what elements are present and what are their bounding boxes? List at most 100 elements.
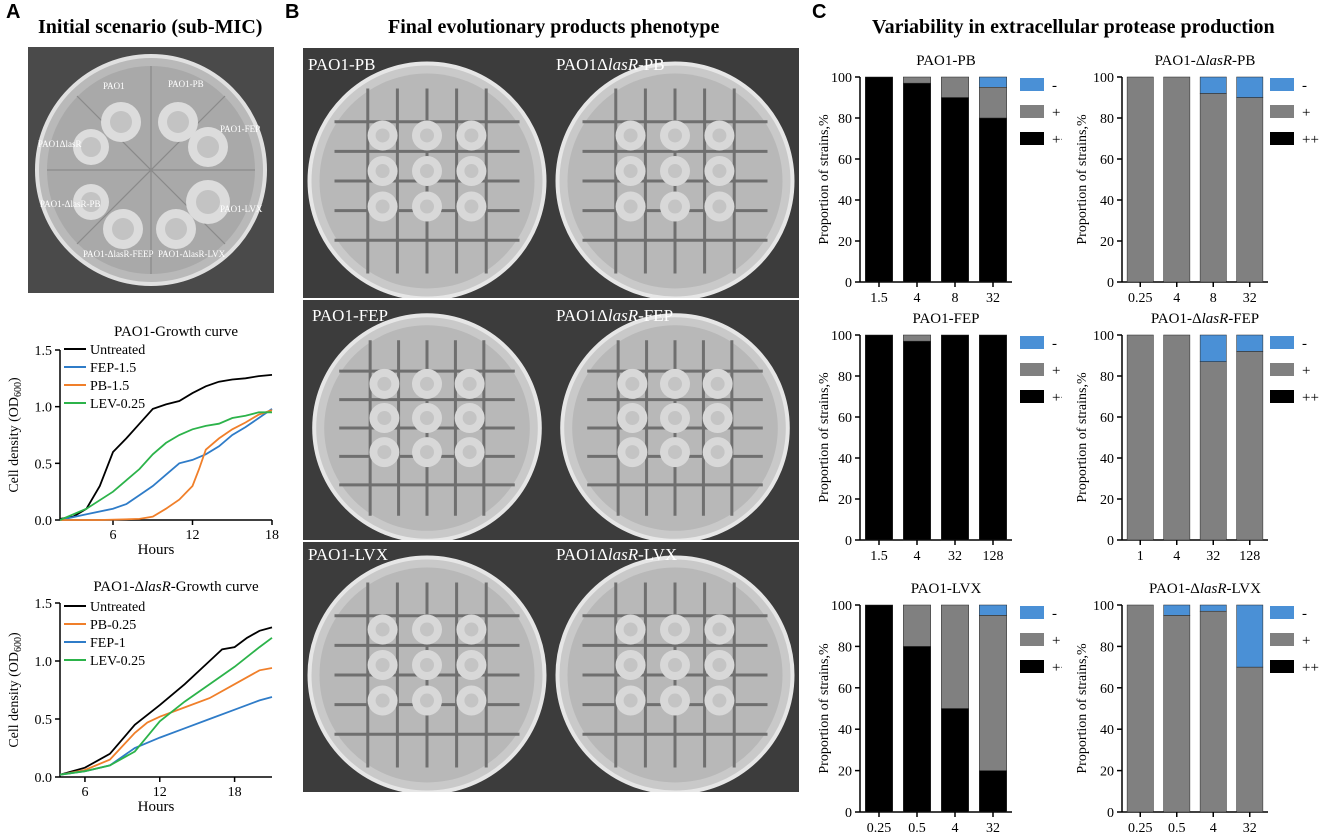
y-tick-label: 0.5	[35, 457, 53, 472]
plate-photo-row-1	[303, 48, 799, 298]
legend-label: ++	[1052, 660, 1062, 676]
legend-label: LEV-0.25	[90, 397, 145, 412]
chart-title: PAO1-ΔlasR-LVX	[1149, 581, 1261, 597]
panel-label-b: B	[285, 1, 300, 23]
x-axis-label: Hours	[138, 799, 175, 815]
bar-segment-plus	[1236, 97, 1264, 283]
legend-label: +	[1302, 105, 1310, 121]
bar-segment-plus	[1163, 334, 1191, 541]
legend-label: -	[1052, 606, 1057, 622]
bar-segment-plus	[1163, 615, 1191, 813]
y-tick-label: 1.5	[35, 597, 53, 612]
legend-label: +	[1302, 363, 1310, 379]
panel-label-a: A	[6, 1, 21, 23]
y-tick-label: 80	[838, 112, 852, 127]
legend-label: LEV-0.25	[90, 654, 145, 669]
x-tick-label: 12	[186, 528, 200, 543]
plate-a-label-8: PAO1ΔlasR	[38, 139, 81, 149]
chart-title: PAO1-Growth curve	[114, 324, 238, 340]
x-tick-label: 1	[1137, 549, 1144, 560]
bar-segment-plusplus	[865, 334, 893, 541]
y-tick-label: 20	[838, 235, 852, 250]
y-tick-label: 0	[845, 806, 852, 821]
y-tick-label: 100	[831, 599, 852, 614]
x-tick-label: 12	[153, 785, 167, 800]
legend-swatch	[1270, 132, 1294, 145]
panel-c-title: Variability in extracellular protease pr…	[872, 16, 1275, 38]
bar-segment-plus	[1126, 334, 1154, 541]
chart-title: PAO1-LVX	[911, 581, 982, 597]
y-tick-label: 100	[1093, 329, 1114, 344]
bar-segment-minus	[1199, 76, 1227, 94]
series-line-pb-1-5	[60, 409, 273, 521]
bar-segment-plusplus	[903, 82, 931, 283]
y-tick-label: 20	[1100, 235, 1114, 250]
plate-label-pao1-fep: PAO1-FEP	[312, 306, 388, 325]
bar-segment-plusplus	[941, 97, 969, 283]
legend-swatch	[1020, 78, 1044, 91]
legend-label: ++	[1302, 390, 1319, 406]
legend-label: -	[1302, 336, 1307, 352]
y-tick-label: 0.5	[35, 713, 53, 728]
x-tick-label: 0.5	[1168, 821, 1186, 836]
legend-swatch	[1020, 132, 1044, 145]
bar-segment-plus	[1236, 351, 1264, 541]
bar-segment-plusplus	[865, 604, 893, 813]
plate-a-label-7: PAO1-ΔlasR-PB	[40, 199, 100, 209]
x-tick-label: 0.25	[867, 821, 892, 836]
plate-a-label-5: PAO1-ΔlasR-LVX	[158, 249, 226, 259]
legend-label: ++	[1302, 660, 1319, 676]
legend-swatch	[1270, 78, 1294, 91]
y-tick-label: 100	[1093, 599, 1114, 614]
x-tick-label: 32	[986, 821, 1000, 836]
chart-title: PAO1-ΔlasR-PB	[1155, 53, 1256, 69]
x-tick-label: 0.25	[1128, 291, 1153, 302]
bar-segment-minus	[1236, 334, 1264, 352]
x-tick-label: 8	[1210, 291, 1217, 302]
plate-label-pao1-lvx: PAO1-LVX	[308, 545, 388, 564]
y-tick-label: 40	[838, 452, 852, 467]
plate-photo-row-2	[303, 300, 799, 540]
y-tick-label: 60	[838, 411, 852, 426]
bar-segment-minus	[979, 76, 1007, 88]
bar-segment-minus	[1236, 604, 1264, 668]
x-tick-label: 4	[1210, 821, 1217, 836]
y-tick-label: 80	[1100, 370, 1114, 385]
plate-a-label-6: PAO1-ΔlasR-FEEP	[83, 249, 153, 259]
legend-label: ++	[1052, 390, 1062, 406]
legend-swatch	[1020, 606, 1044, 619]
legend-swatch	[1270, 336, 1294, 349]
y-tick-label: 0	[1107, 806, 1114, 821]
panel-label-c: C	[812, 1, 827, 23]
y-tick-label: 40	[1100, 194, 1114, 209]
bar-segment-minus	[1199, 334, 1227, 362]
y-tick-label: 40	[1100, 723, 1114, 738]
y-tick-label: 20	[838, 493, 852, 508]
bar-segment-plus	[903, 604, 931, 647]
bar-segment-plus	[979, 87, 1007, 119]
legend-label: ++	[1302, 132, 1319, 148]
plate-a-label-2: PAO1-PB	[168, 79, 204, 89]
y-axis-label: Cell density (OD600)	[7, 377, 24, 493]
plate-photo-row-3	[303, 542, 799, 792]
legend-swatch	[1020, 363, 1044, 376]
y-tick-label: 100	[831, 329, 852, 344]
plate-label-pao1-lasr-pb: PAO1ΔlasR-PB	[556, 55, 665, 74]
legend-label: FEP-1	[90, 636, 126, 651]
y-tick-label: 60	[1100, 411, 1114, 426]
panel-b-title: Final evolutionary products phenotype	[388, 16, 720, 38]
chart-title: PAO1-PB	[916, 53, 975, 69]
series-line-untreated	[59, 374, 273, 520]
y-tick-label: 1.0	[35, 655, 53, 670]
y-axis-label: Proportion of strains,%	[817, 114, 832, 245]
series-line-untreated	[59, 626, 273, 776]
legend-label: +	[1052, 363, 1060, 379]
bar-segment-plus	[1199, 93, 1227, 283]
x-tick-label: 8	[952, 291, 959, 302]
bar-segment-plus	[1199, 610, 1227, 813]
bar-segment-plus	[903, 334, 931, 342]
y-axis-label: Cell density (OD600)	[7, 632, 24, 748]
